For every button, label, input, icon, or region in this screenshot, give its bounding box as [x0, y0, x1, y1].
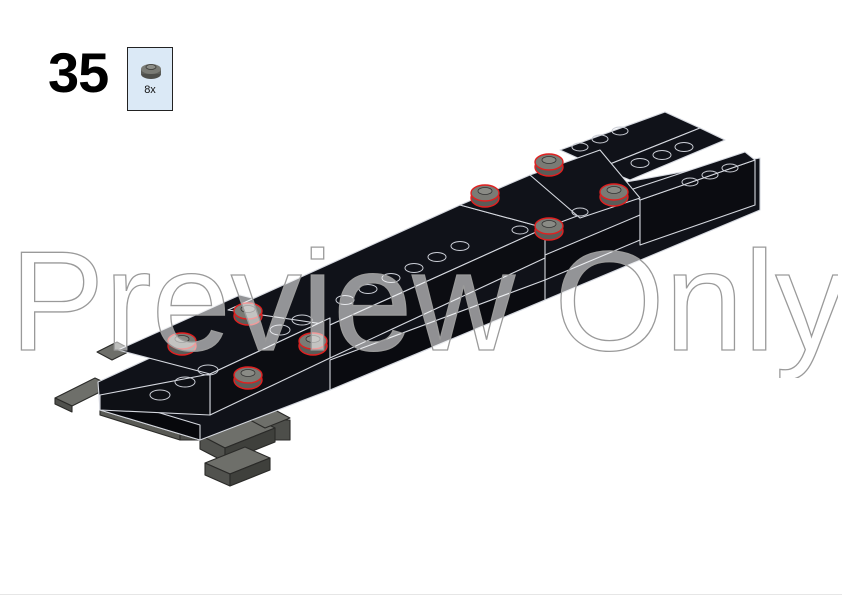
- round-plate-6: [534, 153, 564, 177]
- black-brick-base: [97, 111, 761, 441]
- round-plate-4: [233, 366, 263, 390]
- round-plate-1x1-icon: [141, 64, 161, 79]
- new-round-plates: [167, 153, 629, 390]
- parts-callout: 8x: [127, 47, 173, 111]
- page-divider: [0, 594, 842, 595]
- round-plate-5: [470, 184, 500, 208]
- part-quantity: 8x: [144, 84, 156, 96]
- round-plate-8: [534, 217, 564, 241]
- round-plate-2: [233, 302, 263, 326]
- stud-details: [149, 126, 739, 401]
- round-plate-7: [599, 183, 629, 207]
- round-plate-1: [167, 332, 197, 356]
- step-number: 35: [48, 41, 109, 104]
- round-plate-3: [298, 332, 328, 356]
